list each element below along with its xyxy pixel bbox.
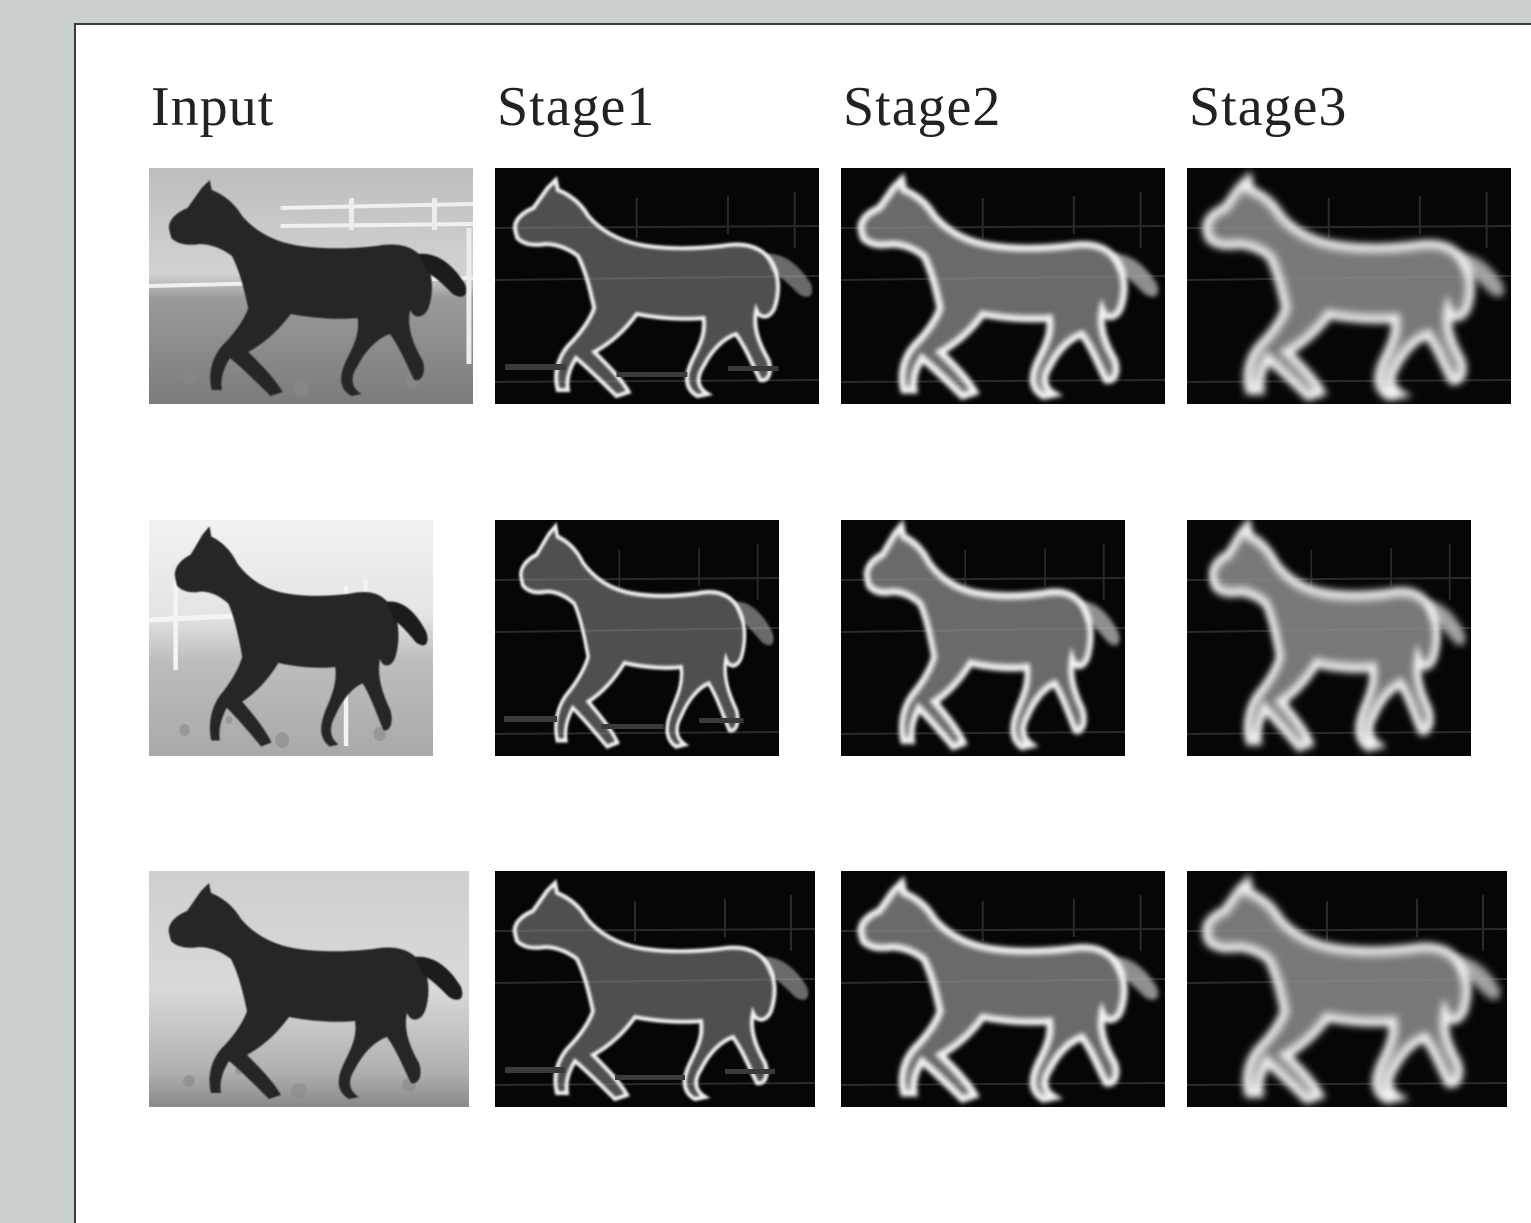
column-header-stage1: Stage1 xyxy=(497,76,656,138)
row1-stage1-image xyxy=(495,168,819,404)
row3-stage1-image xyxy=(495,871,815,1107)
column-header-stage2: Stage2 xyxy=(843,76,1002,138)
row2-stage3-image xyxy=(1187,520,1471,756)
row3-stage3-image xyxy=(1187,871,1507,1107)
row1-stage3-image xyxy=(1187,168,1511,404)
column-header-stage3: Stage3 xyxy=(1189,76,1348,138)
row2-stage1-image xyxy=(495,520,779,756)
row2-stage2-image xyxy=(841,520,1125,756)
row3-stage2-image xyxy=(841,871,1165,1107)
row3-input-image xyxy=(149,871,469,1107)
row1-stage2-image xyxy=(841,168,1165,404)
row2-input-image xyxy=(149,520,433,756)
row1-input-image xyxy=(149,168,473,404)
column-header-input: Input xyxy=(151,76,275,138)
